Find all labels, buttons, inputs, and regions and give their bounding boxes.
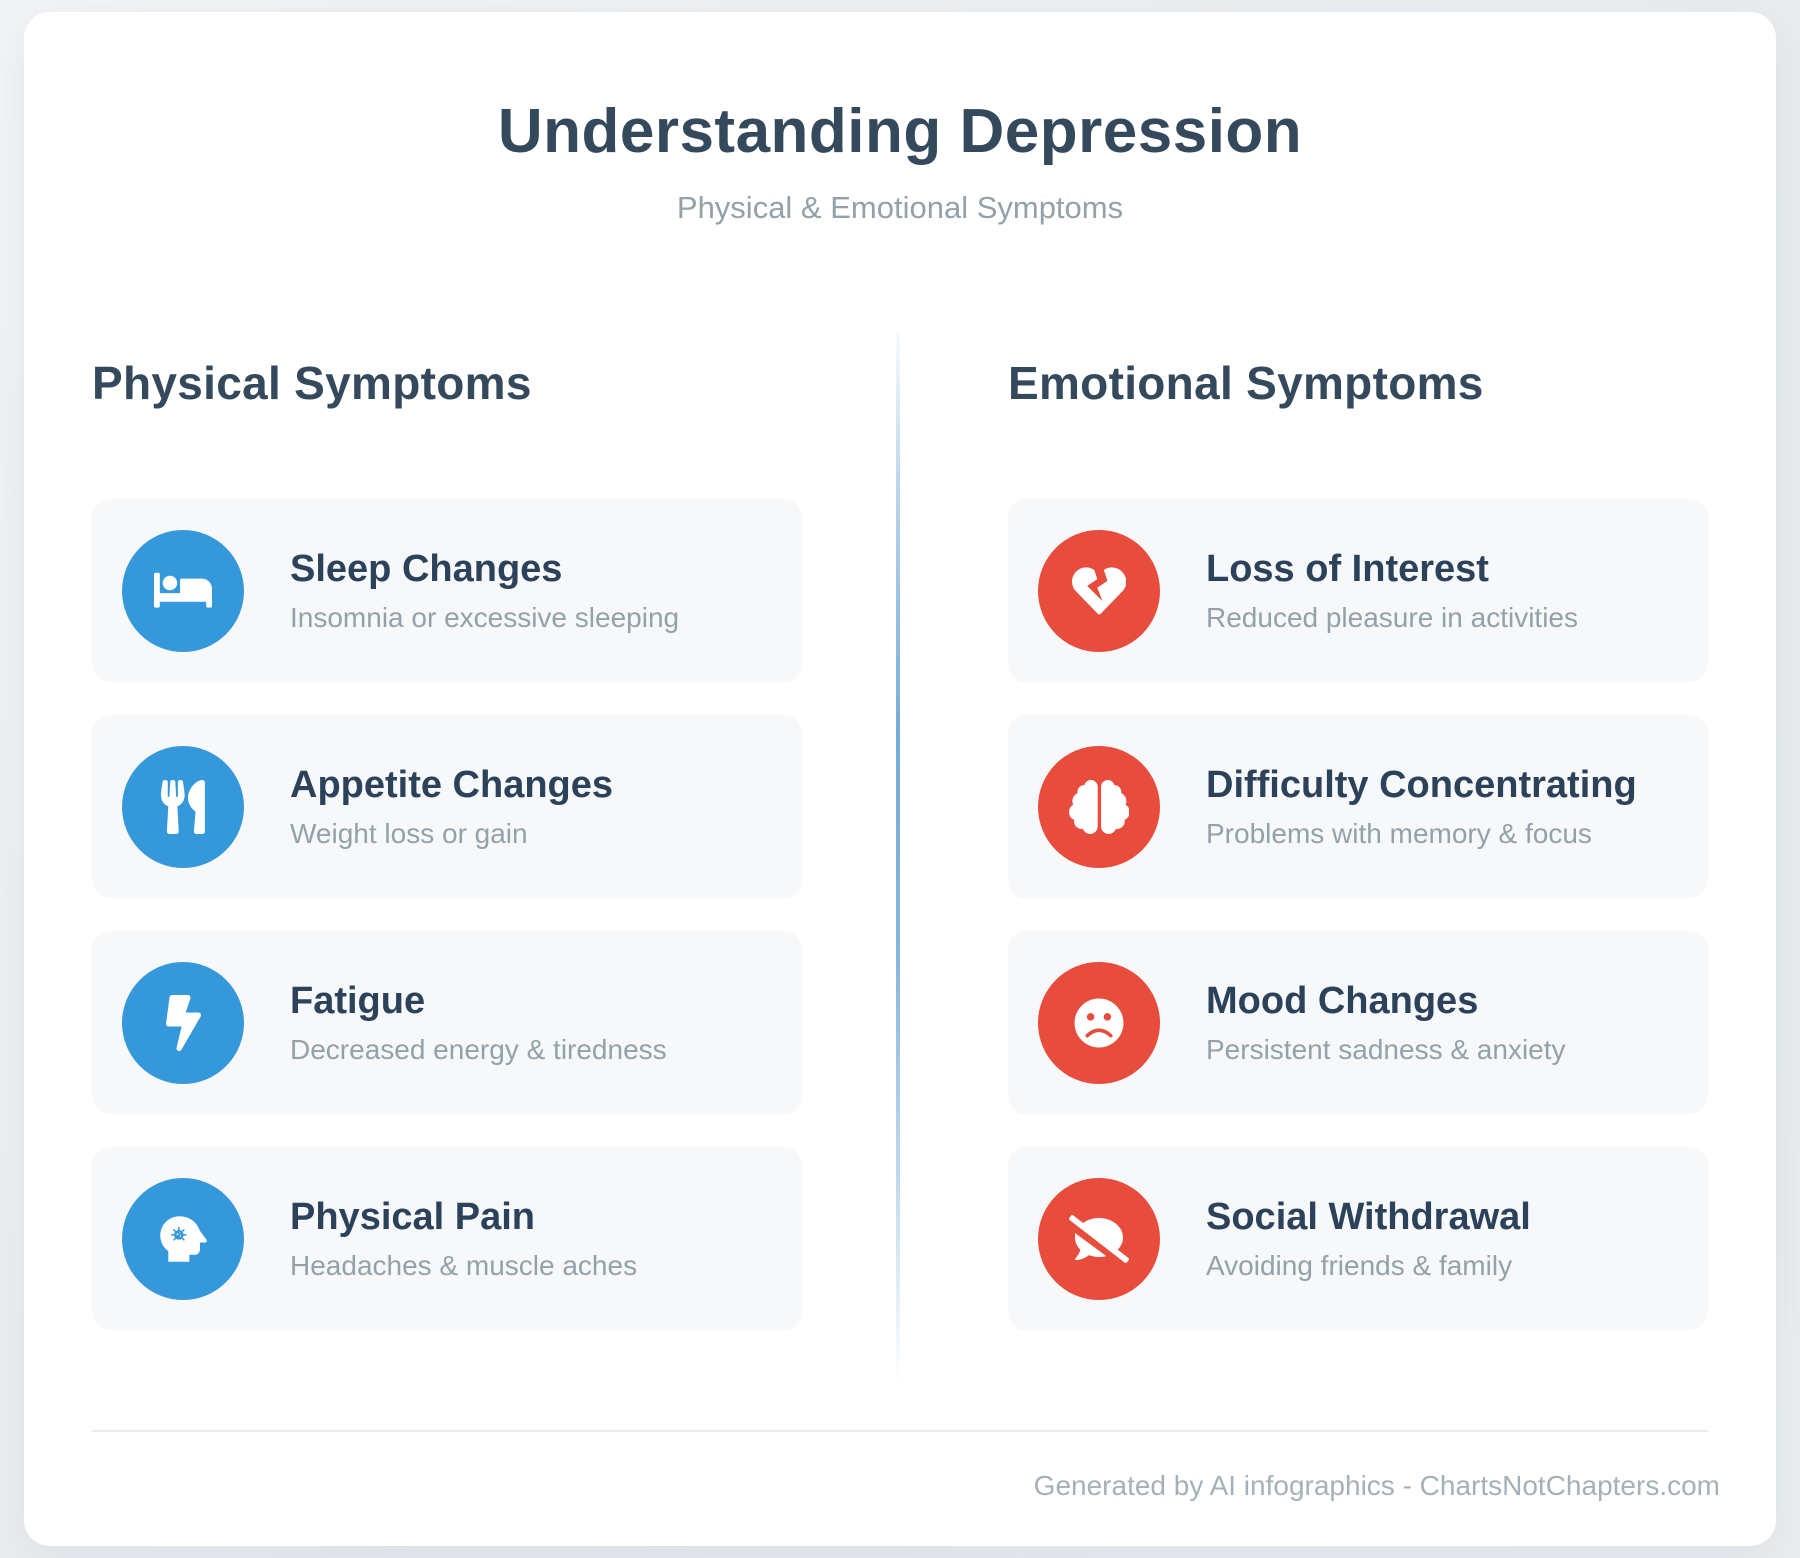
card-text: Mood Changes Persistent sadness & anxiet… bbox=[1206, 978, 1566, 1067]
symptom-description: Headaches & muscle aches bbox=[290, 1250, 638, 1282]
card-text: Fatigue Decreased energy & tiredness bbox=[290, 978, 667, 1067]
symptom-title: Social Withdrawal bbox=[1206, 1195, 1531, 1238]
symptom-title: Loss of Interest bbox=[1206, 547, 1489, 590]
icon-circle bbox=[122, 961, 244, 1084]
brain-icon bbox=[1068, 779, 1130, 834]
symptom-title: Mood Changes bbox=[1206, 979, 1479, 1022]
symptom-title: Difficulty Concentrating bbox=[1206, 763, 1637, 806]
page-title: Understanding Depression bbox=[497, 97, 1303, 166]
symptom-description: Avoiding friends & family bbox=[1206, 1250, 1513, 1282]
card-appetite-changes: Appetite Changes Weight loss or gain bbox=[92, 715, 802, 898]
symptom-description: Weight loss or gain bbox=[290, 818, 528, 850]
icon-circle bbox=[1038, 1177, 1160, 1300]
page-card: Understanding Depression Physical & Emot… bbox=[24, 12, 1776, 1546]
utensils-icon bbox=[161, 779, 205, 834]
card-text: Sleep Changes Insomnia or excessive slee… bbox=[290, 546, 679, 635]
bed-icon bbox=[154, 573, 212, 608]
icon-circle bbox=[122, 1177, 244, 1300]
emotional-symptoms-column: Loss of Interest Reduced pleasure in act… bbox=[1008, 499, 1708, 1330]
card-text: Physical Pain Headaches & muscle aches bbox=[290, 1194, 637, 1283]
card-text: Social Withdrawal Avoiding friends & fam… bbox=[1206, 1194, 1531, 1283]
symptom-description: Problems with memory & focus bbox=[1206, 818, 1592, 850]
card-text: Difficulty Concentrating Problems with m… bbox=[1206, 762, 1637, 851]
card-physical-pain: Physical Pain Headaches & muscle aches bbox=[92, 1147, 802, 1330]
icon-circle bbox=[1038, 745, 1160, 868]
icon-circle bbox=[122, 745, 244, 868]
face-frown-icon bbox=[1074, 998, 1124, 1047]
card-sleep-changes: Sleep Changes Insomnia or excessive slee… bbox=[92, 499, 802, 682]
card-social-withdrawal: Social Withdrawal Avoiding friends & fam… bbox=[1008, 1147, 1708, 1330]
symptom-description: Reduced pleasure in activities bbox=[1206, 602, 1578, 634]
icon-circle bbox=[1038, 529, 1160, 652]
symptom-description: Decreased energy & tiredness bbox=[290, 1034, 667, 1066]
page-subtitle: Physical & Emotional Symptoms bbox=[676, 190, 1124, 226]
column-divider bbox=[896, 330, 900, 1386]
card-mood-changes: Mood Changes Persistent sadness & anxiet… bbox=[1008, 931, 1708, 1114]
icon-circle bbox=[122, 529, 244, 652]
head-pain-icon bbox=[160, 1215, 207, 1262]
symptom-title: Physical Pain bbox=[290, 1195, 536, 1238]
card-text: Loss of Interest Reduced pleasure in act… bbox=[1206, 546, 1578, 635]
symptom-description: Insomnia or excessive sleeping bbox=[290, 602, 680, 634]
footer-divider bbox=[92, 1430, 1708, 1432]
card-fatigue: Fatigue Decreased energy & tiredness bbox=[92, 931, 802, 1114]
comment-slash-icon bbox=[1069, 1214, 1129, 1263]
symptom-description: Persistent sadness & anxiety bbox=[1206, 1034, 1566, 1066]
card-loss-of-interest: Loss of Interest Reduced pleasure in act… bbox=[1008, 499, 1708, 682]
icon-circle bbox=[1038, 961, 1160, 1084]
symptom-title: Fatigue bbox=[290, 979, 426, 1022]
physical-symptoms-column: Sleep Changes Insomnia or excessive slee… bbox=[92, 499, 802, 1330]
section-heading-emotional: Emotional Symptoms bbox=[1008, 357, 1484, 409]
symptom-title: Appetite Changes bbox=[290, 763, 614, 806]
symptom-title: Sleep Changes bbox=[290, 547, 563, 590]
footer-credit: Generated by AI infographics - ChartsNot… bbox=[1033, 1470, 1720, 1501]
heart-crack-icon bbox=[1072, 566, 1126, 614]
card-difficulty-concentrating: Difficulty Concentrating Problems with m… bbox=[1008, 715, 1708, 898]
card-text: Appetite Changes Weight loss or gain bbox=[290, 762, 613, 851]
bolt-icon bbox=[165, 994, 201, 1051]
header: Understanding Depression Physical & Emot… bbox=[24, 97, 1776, 226]
section-heading-physical: Physical Symptoms bbox=[92, 357, 532, 409]
